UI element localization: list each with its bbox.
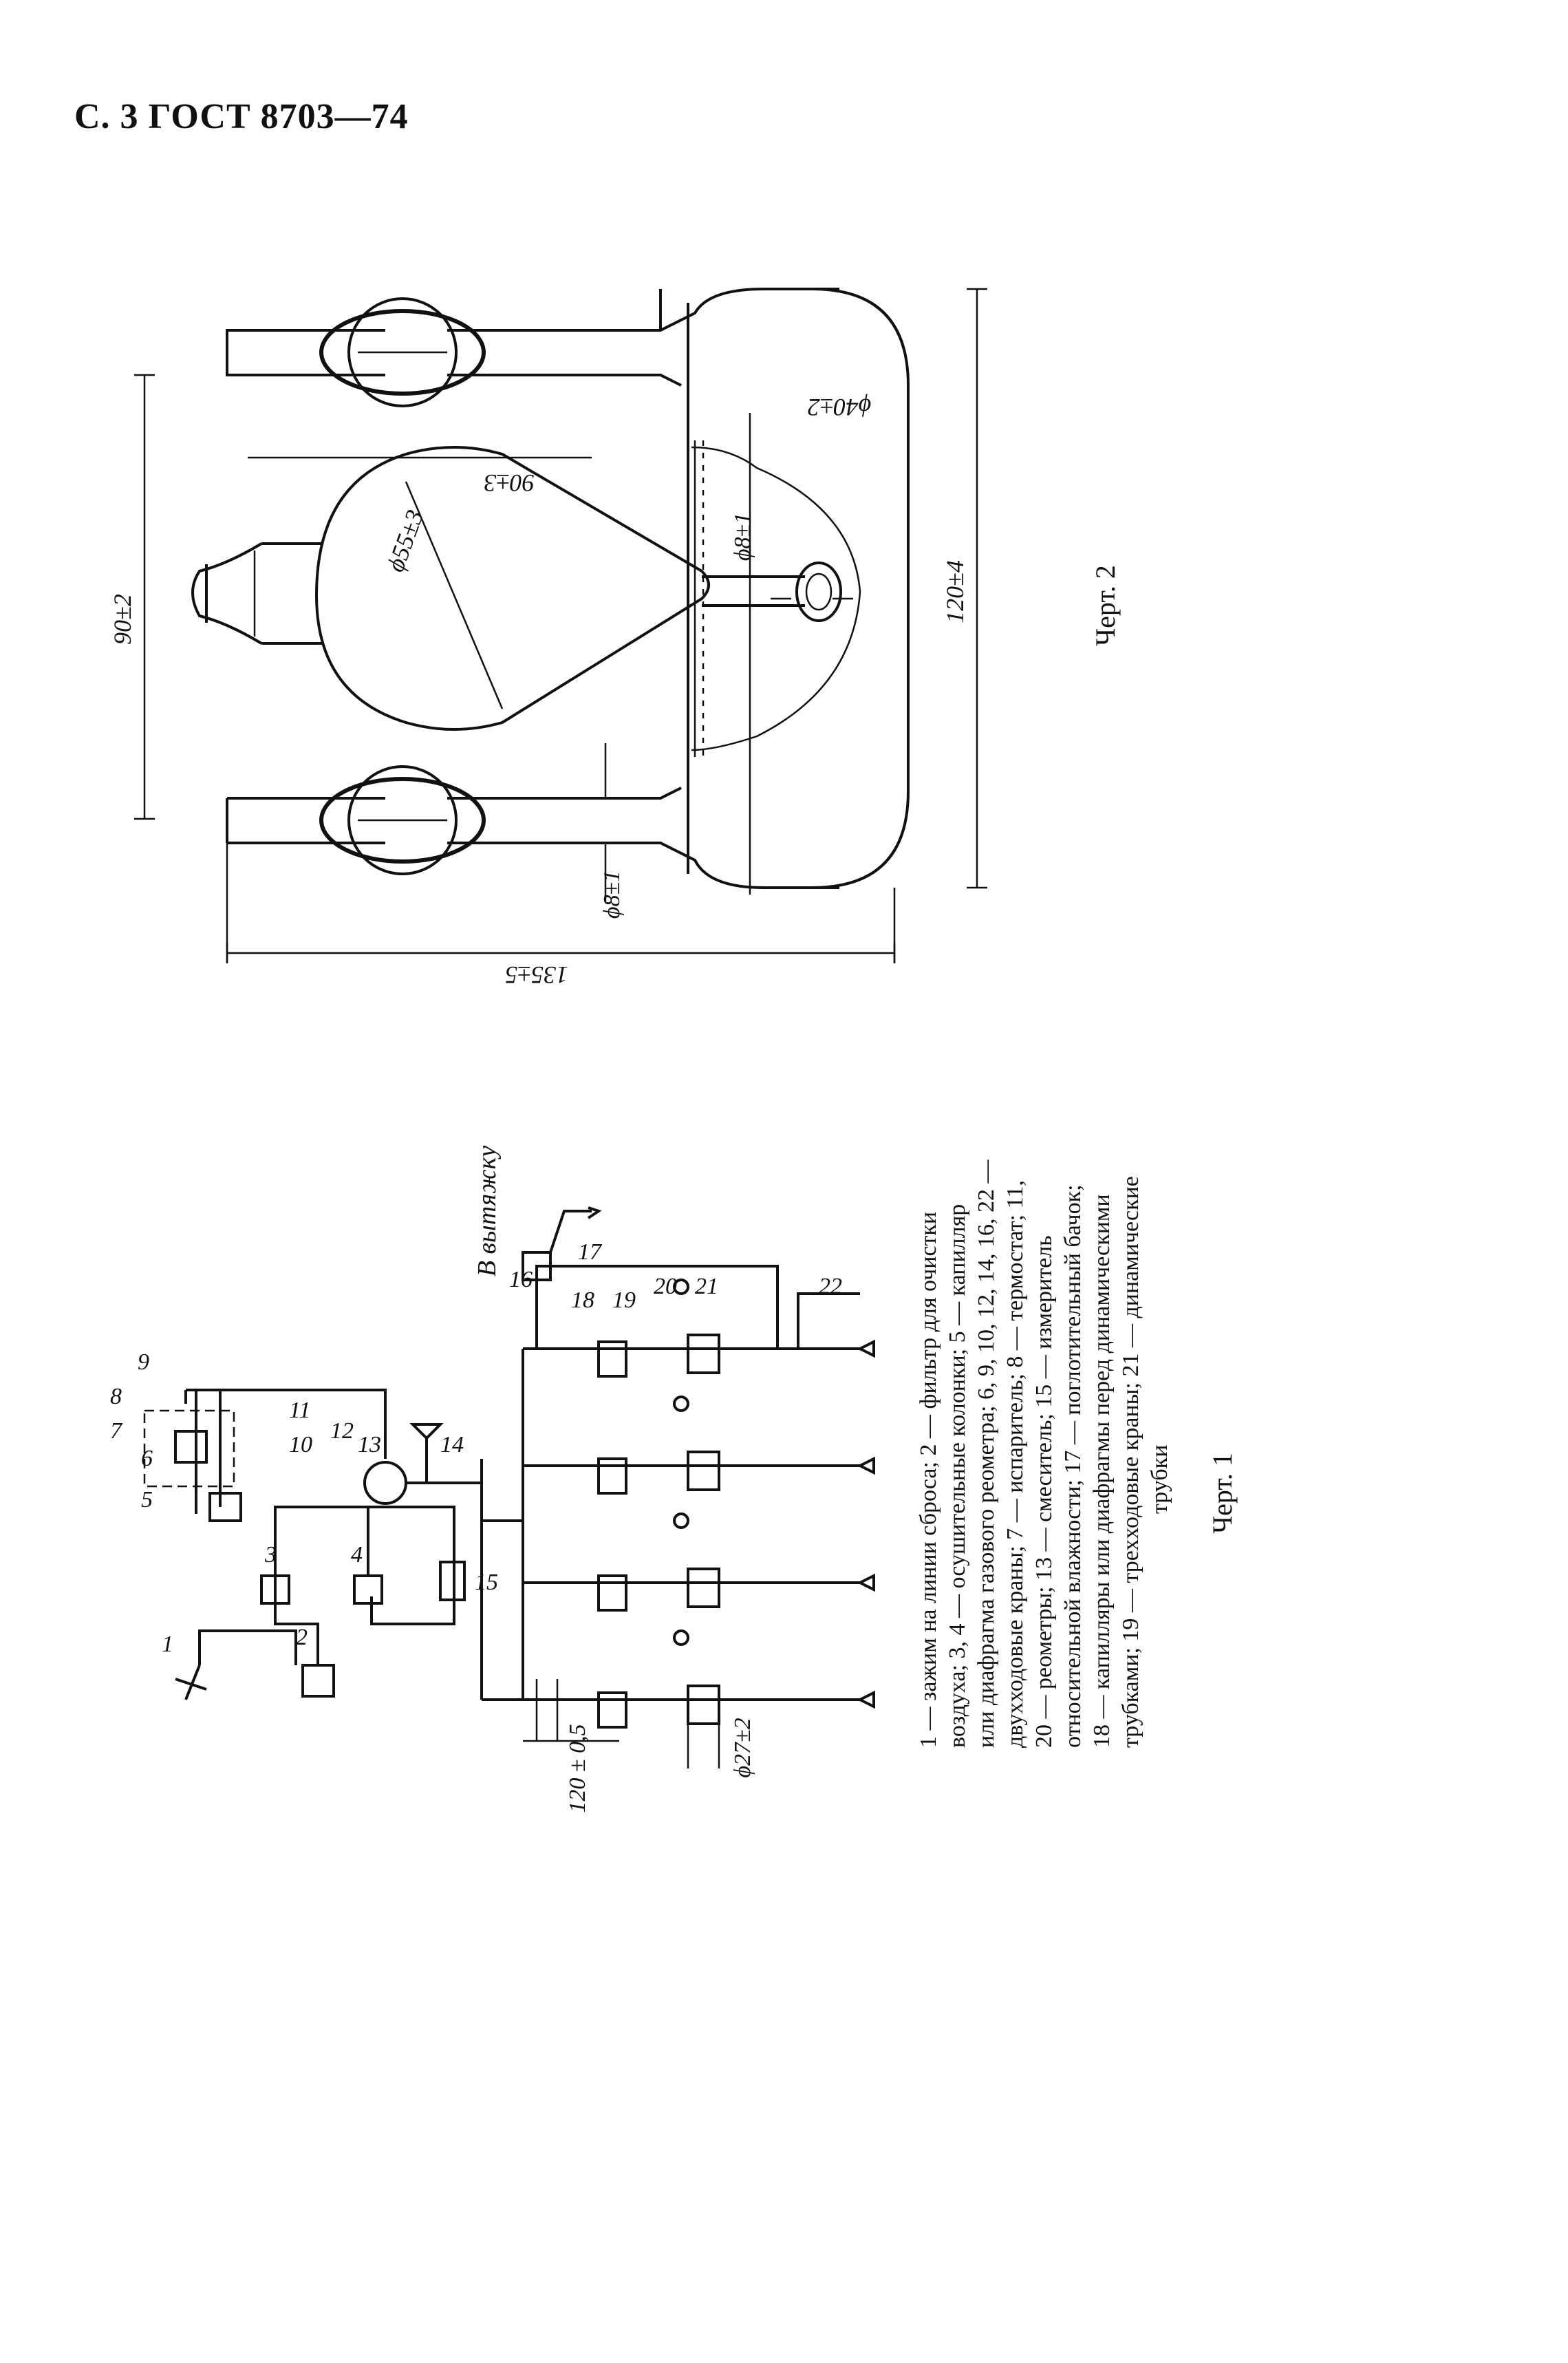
dim-d55-3: ϕ55±3: [381, 506, 429, 575]
dim-d27-2: ϕ27±2: [730, 1718, 755, 1777]
callout-8: 8: [110, 1384, 122, 1409]
callout-9: 9: [138, 1349, 149, 1375]
dim-90-2: 90±2: [109, 594, 136, 645]
callout-12: 12: [330, 1418, 354, 1444]
legend-line-2: воздуха; 3, 4 — осушительные колонки; 5 …: [945, 1204, 970, 1748]
legend-line-5: 20 — реометры; 13 — смеситель; 15 — изме…: [1031, 1235, 1057, 1748]
thermostat-8: [143, 1409, 235, 1488]
reservoir-vessel: [687, 288, 910, 889]
fig2-dimensions: [134, 288, 987, 963]
branch-lines: [522, 1206, 875, 1729]
evaporator-7: [174, 1430, 208, 1464]
page-header: С. 3 ГОСТ 8703—74: [74, 97, 409, 136]
callout-6: 6: [141, 1446, 153, 1471]
fig1-legend: 1 — зажим на линии сброса; 2 — фильтр дл…: [916, 1159, 1172, 1748]
callout-17: 17: [578, 1239, 603, 1265]
legend-line-7: 18 — капилляры или диафрагмы перед динам…: [1089, 1194, 1115, 1748]
gas-rheometer-5: [208, 1492, 242, 1522]
legend-line-4: двухходовые краны; 7 — испаритель; 8 — т…: [1002, 1180, 1028, 1748]
dim-d8-1-outer: ϕ8±1: [599, 870, 625, 919]
dim-d8-1-inner: ϕ8±1: [730, 513, 755, 561]
exhaust-label: В вытяжку: [473, 1146, 502, 1277]
right-tube: [226, 787, 839, 889]
left-tube: [226, 288, 839, 387]
callout-18: 18: [571, 1287, 594, 1313]
callout-20: 20: [654, 1274, 677, 1299]
filter-2: [301, 1664, 335, 1698]
dryer-4: [353, 1574, 383, 1605]
dim-135-5: 135±5: [505, 961, 568, 989]
dim-120-05: 120 ± 0,5: [565, 1724, 590, 1813]
figure-2: 90±2 120±4 135±5 90±3 ϕ55±3 ϕ40±2 ϕ8±1 ϕ…: [109, 288, 1121, 989]
callout-16: 16: [509, 1267, 533, 1292]
legend-line-9: трубки: [1147, 1445, 1172, 1514]
legend-line-8: трубками; 19 — трехходовые краны; 21 — д…: [1118, 1176, 1143, 1748]
legend-line-6: относительной влажности; 17 — поглотител…: [1060, 1184, 1086, 1748]
right-stopcock: [319, 765, 486, 875]
callout-19: 19: [612, 1287, 636, 1313]
fig2-caption: Черт. 2: [1090, 565, 1121, 646]
callout-4: 4: [351, 1542, 363, 1568]
pear-bulb: [191, 446, 842, 731]
callout-10: 10: [289, 1432, 312, 1457]
legend-line-1: 1 — зажим на линии сброса; 2 — фильтр дл…: [916, 1212, 941, 1748]
callout-21: 21: [695, 1274, 718, 1299]
callout-15: 15: [475, 1570, 498, 1595]
left-stopcock: [319, 297, 486, 407]
dim-d40-2: ϕ40±2: [808, 394, 871, 421]
dim-120-4: 120±4: [941, 560, 969, 623]
callout-22: 22: [819, 1274, 842, 1299]
legend-line-3: или диафрагма газового реометра; 6, 9, 1…: [974, 1159, 999, 1748]
callout-3: 3: [264, 1542, 277, 1568]
callout-7: 7: [110, 1418, 123, 1444]
callout-11: 11: [289, 1398, 310, 1423]
callout-2: 2: [296, 1625, 308, 1650]
dim-90-3: 90±3: [484, 469, 535, 497]
mixer-13: [363, 1461, 407, 1505]
callout-13: 13: [358, 1432, 381, 1457]
callout-5: 5: [141, 1487, 153, 1512]
callout-14: 14: [440, 1432, 464, 1457]
absorber-17: [522, 1251, 552, 1281]
fig1-caption: Черт. 1: [1207, 1453, 1238, 1534]
callout-1: 1: [162, 1632, 173, 1657]
humidity-meter-15: [439, 1561, 466, 1601]
figure-1: 120 ± 0,5 ϕ27±2 В вытяжку 1 2 3 4 5 6 7 …: [110, 1146, 1238, 1813]
